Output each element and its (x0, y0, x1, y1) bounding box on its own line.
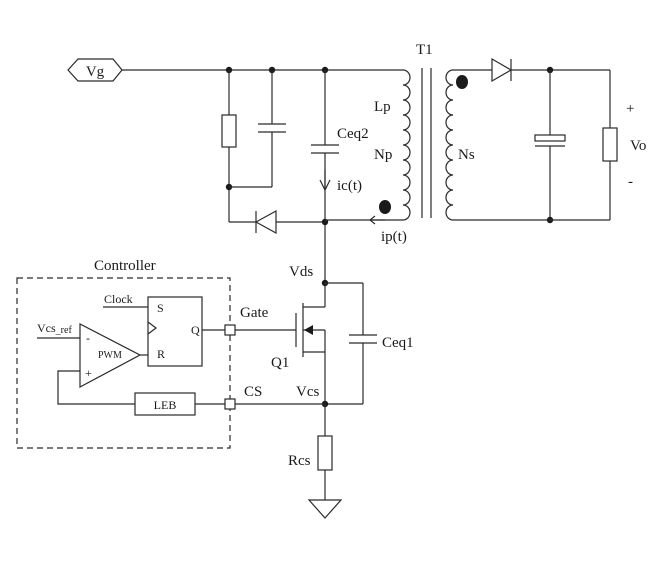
output-diode (453, 57, 610, 83)
vo-label: Vo (630, 138, 646, 154)
pwm-label: PWM (98, 350, 122, 361)
secondary-winding: Ns (445, 69, 475, 221)
snubber-capacitor (229, 70, 286, 188)
leb-label: LEB (154, 398, 177, 412)
snubber-diode (229, 209, 325, 235)
sr-latch: S Q R (147, 296, 203, 367)
latch-r-label: R (157, 347, 165, 361)
cmp-plus-label: + (85, 366, 92, 380)
vcs-label: Vcs (296, 384, 319, 400)
vg-label: Vg (86, 64, 105, 80)
cs-label: CS (244, 384, 262, 400)
gate-label: Gate (240, 305, 269, 321)
gate-wire: Gate (235, 305, 296, 331)
leb-block: LEB (134, 392, 196, 416)
gate-pin (224, 324, 236, 336)
drain-node: Vds (289, 264, 363, 307)
latch-s-label: S (157, 301, 164, 315)
clock-input: Clock (103, 292, 148, 308)
ceq1-capacitor: Ceq1 (325, 283, 414, 405)
q1-mosfet: Q1 (271, 303, 326, 371)
primary-winding: Lp Np (325, 69, 411, 221)
lp-label: Lp (374, 99, 391, 115)
snubber-resistor (221, 70, 237, 222)
ip-current-arrow: ip(t) (369, 215, 407, 245)
vo-output-label: + Vo - (626, 101, 646, 190)
leb-feedback-wire (57, 370, 225, 405)
ip-label: ip(t) (381, 229, 407, 245)
ic-current-arrow: ic(t) (319, 170, 362, 194)
output-capacitor (534, 70, 566, 224)
controller-block: Controller (16, 258, 231, 449)
ic-label: ic(t) (337, 178, 362, 194)
controller-label: Controller (94, 258, 156, 274)
cs-pin (224, 398, 236, 410)
ceq2-capacitor: Ceq2 (311, 70, 369, 283)
vcs-ref-label: Vcs_ref (37, 321, 72, 336)
vcs-ref-input: Vcs_ref (37, 321, 80, 339)
ceq2-label: Ceq2 (337, 126, 369, 142)
transformer-core: T1 (416, 42, 433, 218)
top-rail-wire (122, 66, 403, 74)
rcs-resistor: Rcs (288, 404, 333, 500)
ceq1-label: Ceq1 (382, 335, 414, 351)
np-label: Np (374, 147, 392, 163)
vg-source-terminal: Vg (67, 58, 123, 82)
vds-label: Vds (289, 264, 313, 280)
ground-icon (307, 499, 343, 519)
latch-q-label: Q (191, 323, 200, 337)
pwm-comparator: - + PWM (79, 323, 142, 388)
vo-minus: - (628, 174, 633, 190)
load-resistor (602, 70, 618, 220)
vcs-node: Vcs CS (235, 384, 329, 408)
clock-label: Clock (104, 292, 133, 306)
rcs-label: Rcs (288, 453, 311, 469)
q1-label: Q1 (271, 355, 289, 371)
ns-label: Ns (458, 147, 475, 163)
t1-label: T1 (416, 42, 433, 58)
cmp-minus-label: - (86, 331, 90, 345)
vo-plus: + (626, 101, 634, 117)
